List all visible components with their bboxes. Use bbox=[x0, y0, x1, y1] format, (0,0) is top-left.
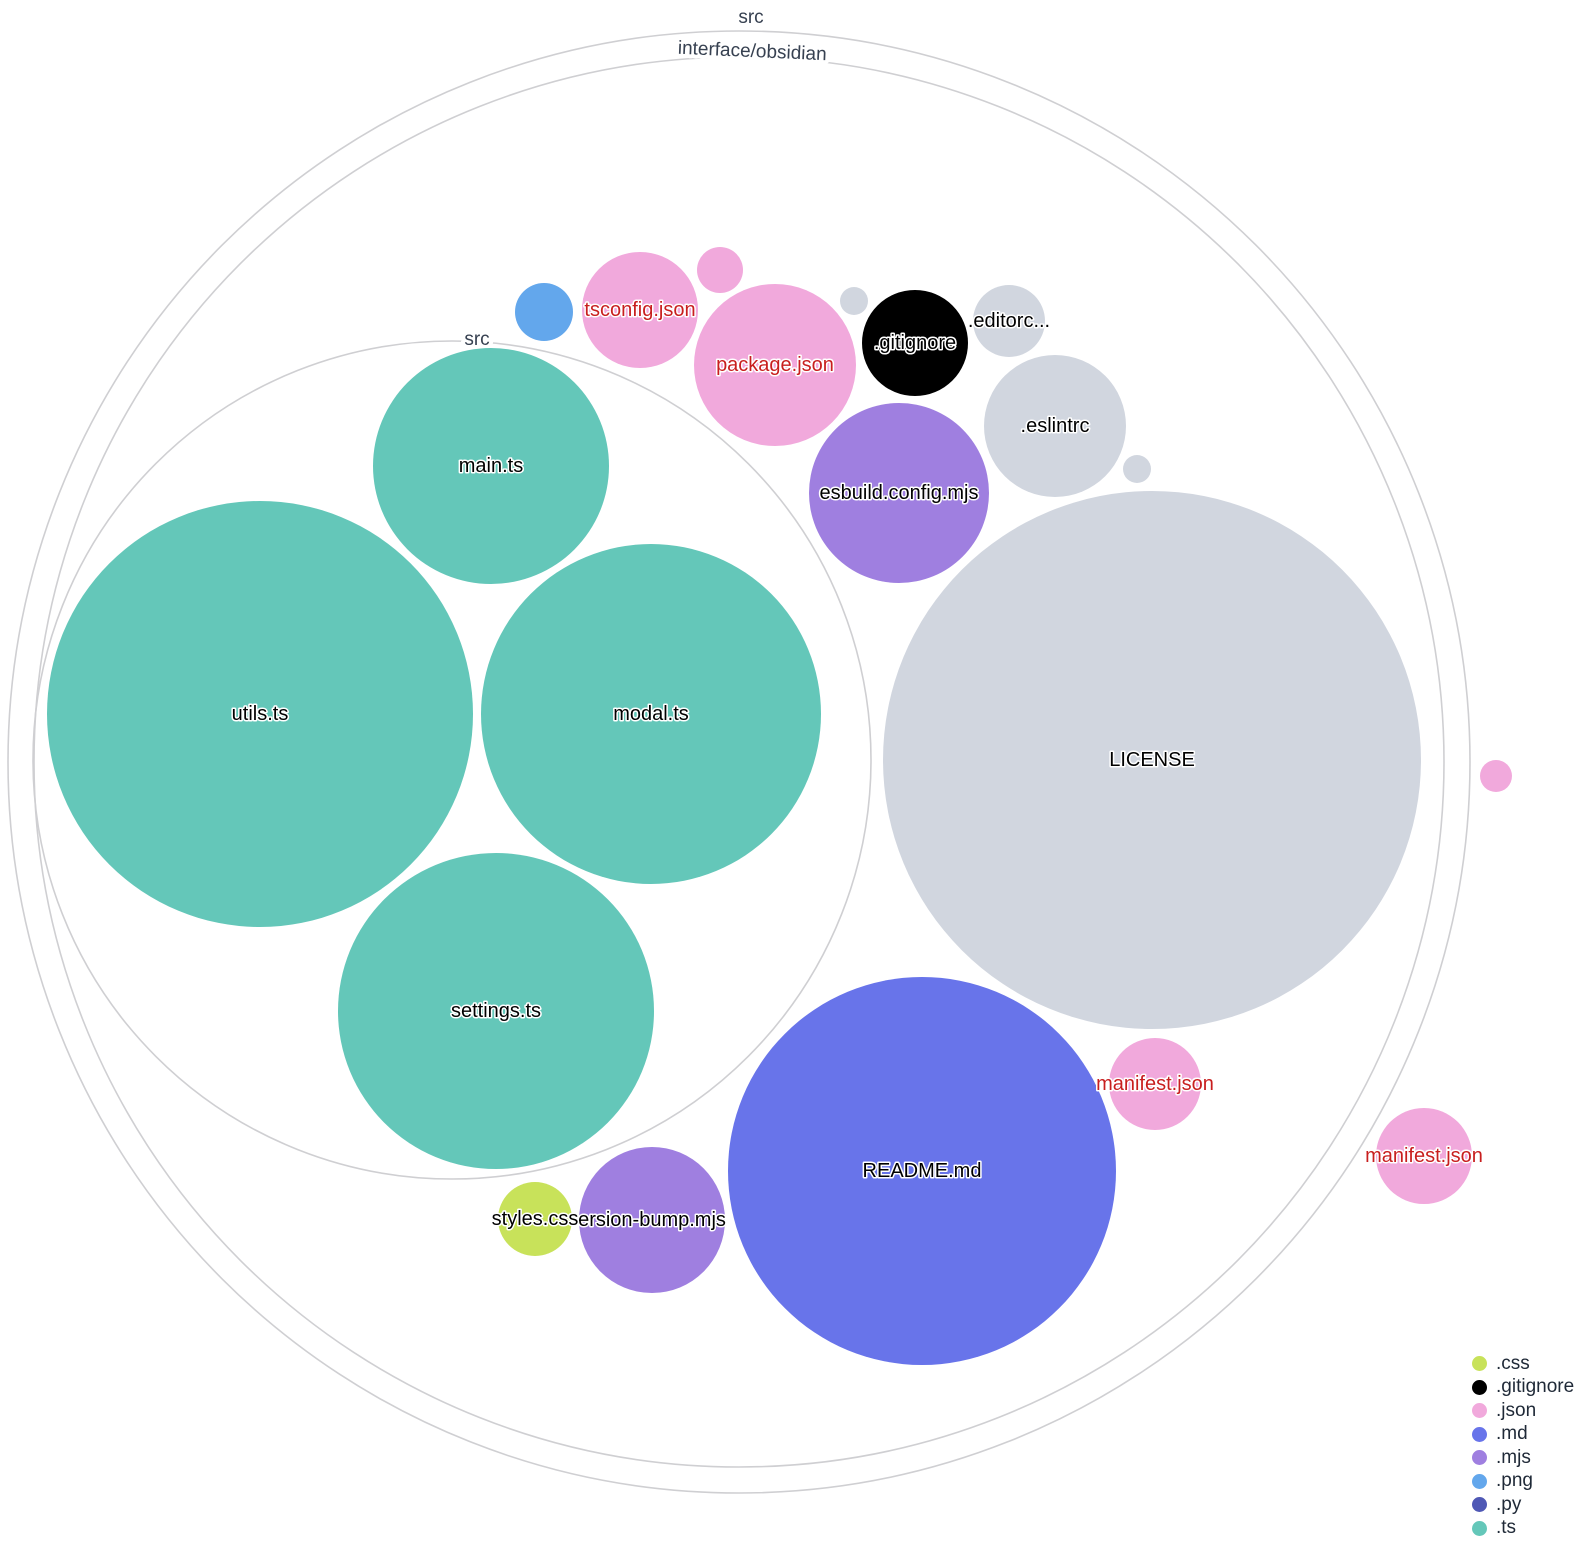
file-circle-small-a[interactable] bbox=[840, 287, 868, 315]
ring-label-src-outer: src bbox=[738, 7, 763, 28]
file-circle-readme-md[interactable] bbox=[728, 977, 1116, 1365]
legend-item-json[interactable]: .json bbox=[1472, 1399, 1574, 1423]
legend-swatch bbox=[1472, 1473, 1487, 1489]
file-circle-gitignore[interactable] bbox=[862, 290, 968, 396]
file-circle-manifest-json-outer[interactable] bbox=[1376, 1108, 1472, 1204]
legend-item-gitignore[interactable]: .gitignore bbox=[1472, 1376, 1574, 1400]
file-circle-json-small-b[interactable] bbox=[1480, 760, 1512, 792]
ring-label-interface-obsidian: interface/obsidian bbox=[677, 38, 827, 65]
ring-interface-obsidian[interactable] bbox=[33, 56, 1445, 1468]
legend-swatch bbox=[1472, 1379, 1487, 1395]
legend-item-py[interactable]: .py bbox=[1472, 1493, 1574, 1517]
ring-label-src-inner: src bbox=[464, 329, 489, 350]
file-circle-settings-ts[interactable] bbox=[338, 853, 654, 1169]
file-circle-license[interactable] bbox=[883, 491, 1421, 1029]
legend-item-md[interactable]: .md bbox=[1472, 1423, 1574, 1447]
file-circle-small-b[interactable] bbox=[1123, 455, 1151, 483]
legend-swatch bbox=[1472, 1356, 1487, 1372]
legend-swatch bbox=[1472, 1520, 1487, 1536]
legend-label: .json bbox=[1496, 1399, 1537, 1421]
legend-swatch bbox=[1472, 1403, 1487, 1419]
legend-item-css[interactable]: .css bbox=[1472, 1352, 1574, 1376]
legend-item-png[interactable]: .png bbox=[1472, 1470, 1574, 1494]
file-circle-version-bump-mjs[interactable] bbox=[579, 1147, 725, 1293]
file-circle-eslintrc[interactable] bbox=[984, 355, 1126, 497]
ring-src-outer[interactable] bbox=[7, 30, 1471, 1494]
legend-label: .png bbox=[1496, 1470, 1533, 1492]
file-circle-styles-css[interactable] bbox=[498, 1182, 572, 1256]
file-circle-png[interactable] bbox=[515, 283, 573, 341]
file-circle-editorconfig[interactable] bbox=[973, 285, 1045, 357]
legend-swatch bbox=[1472, 1426, 1487, 1442]
legend-label: .gitignore bbox=[1496, 1376, 1575, 1398]
legend-swatch bbox=[1472, 1450, 1487, 1466]
file-circle-modal-ts[interactable] bbox=[481, 544, 821, 884]
legend-item-ts[interactable]: .ts bbox=[1472, 1517, 1574, 1541]
file-circle-package-json[interactable] bbox=[694, 284, 856, 446]
ring-src-inner[interactable] bbox=[32, 340, 872, 1180]
legend-item-mjs[interactable]: .mjs bbox=[1472, 1446, 1574, 1470]
legend-label: .mjs bbox=[1496, 1446, 1531, 1468]
file-circle-manifest-json-inner[interactable] bbox=[1109, 1038, 1201, 1130]
legend-label: .py bbox=[1496, 1493, 1522, 1515]
legend-label: .md bbox=[1496, 1423, 1528, 1445]
legend-label: .ts bbox=[1496, 1517, 1517, 1539]
legend-label: .css bbox=[1496, 1352, 1530, 1374]
file-circle-esbuild-config-mjs[interactable] bbox=[809, 403, 989, 583]
file-circle-main-ts[interactable] bbox=[373, 348, 609, 584]
file-circle-tsconfig-json[interactable] bbox=[582, 252, 698, 368]
file-circle-utils-ts[interactable] bbox=[47, 501, 473, 927]
file-circle-json-small-a[interactable] bbox=[697, 247, 743, 293]
legend: .css .gitignore .json .md .mjs .png .py … bbox=[1472, 1352, 1574, 1540]
file-circles bbox=[47, 247, 1512, 1365]
legend-swatch bbox=[1472, 1497, 1487, 1513]
